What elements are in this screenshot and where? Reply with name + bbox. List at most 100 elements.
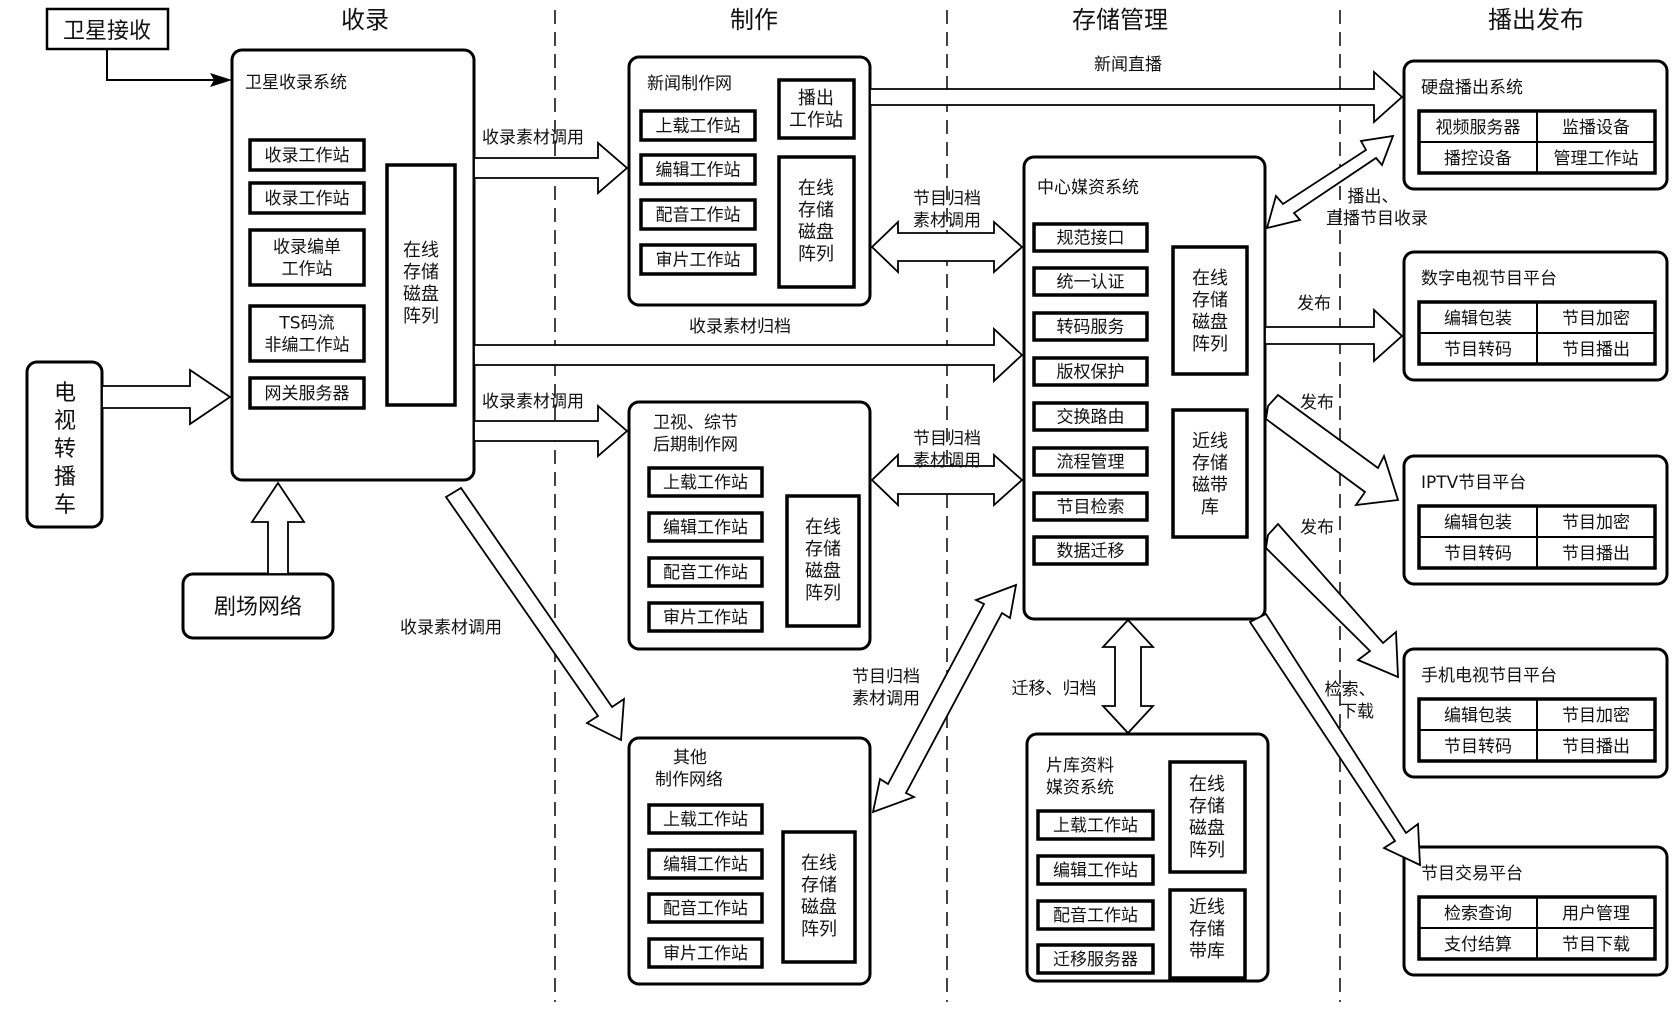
other-storage-label-line: 阵列 <box>801 919 837 940</box>
other-workstation <box>647 892 764 924</box>
ingest-storage-label-line: 存储 <box>403 262 439 283</box>
news-storage-label-line: 阵列 <box>798 244 834 265</box>
central-online-storage-label-line: 阵列 <box>1192 334 1228 355</box>
central-playout-bidirectional-arrow <box>1265 134 1395 230</box>
other-workstation-label: 配音工作站 <box>663 899 748 919</box>
archive-workstation-label: 迁移服务器 <box>1053 950 1138 970</box>
central-online-storage-label-line: 存储 <box>1192 290 1228 311</box>
central-mam-service <box>1032 222 1149 253</box>
news-playout-label-line: 播出 <box>798 88 834 109</box>
other-storage-label-line: 存储 <box>801 875 837 896</box>
flow-label-ingest-archive: 收录素材归档 <box>689 317 791 337</box>
ingest-workstation-label: 网关服务器 <box>265 384 350 404</box>
news-playout-workstation <box>777 78 856 140</box>
ingest-workstation-label: 收录工作站 <box>265 146 350 166</box>
other-online-storage <box>781 830 857 964</box>
output-platform-title: 节目交易平台 <box>1421 864 1523 884</box>
other-workstation-label: 编辑工作站 <box>663 855 748 875</box>
central-nearline-storage-label-line: 磁带 <box>1192 475 1228 496</box>
central-mam-service <box>1032 535 1149 566</box>
central-mam-service-label: 版权保护 <box>1057 363 1125 383</box>
other-workstation <box>647 848 764 880</box>
satellite-variety-workstation <box>647 601 764 633</box>
news-workstation-label: 审片工作站 <box>656 251 741 271</box>
output-platform-cell: 视频服务器 <box>1436 118 1521 138</box>
satellite-variety-online-storage <box>785 494 861 628</box>
other-workstation <box>647 803 764 835</box>
flow-label-archive-call-3-line: 素材调用 <box>852 689 920 709</box>
output-platform-cell: 节目加密 <box>1562 513 1630 533</box>
archive-online-storage <box>1168 760 1247 874</box>
output-platform-cell: 节目加密 <box>1562 706 1630 726</box>
satellite-variety-storage-label-line: 存储 <box>805 539 841 560</box>
central-mam-service-label: 数据迁移 <box>1057 542 1125 562</box>
central-mam-service <box>1032 401 1149 432</box>
news-workstation-label: 编辑工作站 <box>656 161 741 181</box>
archive-mam-title-line: 片库资料 <box>1046 756 1114 776</box>
archive-nearline-tape-library <box>1168 888 1247 980</box>
central-online-storage <box>1171 245 1249 376</box>
output-platform-cell: 用户管理 <box>1562 904 1630 924</box>
other-workstation-label: 上载工作站 <box>663 810 748 830</box>
satellite-variety-title-line: 卫视、综节 <box>653 413 738 433</box>
ob-van-to-ingest-arrow <box>101 368 232 426</box>
ingest-storage-label-line: 磁盘 <box>403 284 439 305</box>
other-workstation-label: 审片工作站 <box>663 944 748 964</box>
satellite-variety-workstation <box>647 511 764 543</box>
ingest-archive-arrow <box>473 326 1024 384</box>
central-mam-service-label: 转码服务 <box>1057 318 1125 338</box>
output-platform-cell: 节目转码 <box>1444 737 1512 757</box>
theater-to-ingest-arrow <box>250 481 306 575</box>
output-platform-cell: 编辑包装 <box>1444 309 1512 329</box>
central-mam-service-label: 节目检索 <box>1057 498 1125 518</box>
flow-label-publish-2: 发布 <box>1300 393 1334 413</box>
flow-label-archive-call-3-line: 节目归档 <box>852 667 920 687</box>
satellite-receive-box <box>45 7 170 51</box>
output-platform-cell: 编辑包装 <box>1444 513 1512 533</box>
ingest-workstation <box>248 181 366 215</box>
archive-workstation-label: 编辑工作站 <box>1053 861 1138 881</box>
archive-nearline-storage-label-line: 近线 <box>1189 897 1225 918</box>
ingest-to-satellite-variety-arrow <box>473 404 629 458</box>
ingest-workstation-label: TS码流 <box>278 314 334 334</box>
news-online-storage <box>777 155 856 289</box>
output-platform: 硬盘播出系统视频服务器监播设备播控设备管理工作站 <box>1402 59 1669 191</box>
satellite-variety-storage-label-line: 磁盘 <box>805 561 841 582</box>
archive-workstation-label: 上载工作站 <box>1053 816 1138 836</box>
output-platform-cell: 编辑包装 <box>1444 706 1512 726</box>
ingest-workstation-label: 收录工作站 <box>265 189 350 209</box>
output-platform-cell: 检索查询 <box>1444 904 1512 924</box>
flow-label-migrate-archive: 迁移、归档 <box>1012 679 1097 699</box>
other-network-title-line: 制作网络 <box>655 770 723 790</box>
news-central-bidirectional-arrow <box>870 219 1024 275</box>
central-mam-title: 中心媒资系统 <box>1037 178 1139 198</box>
output-platform-cell: 节目下载 <box>1562 935 1630 955</box>
theater-network-box <box>181 572 335 640</box>
output-platform-cell: 节目加密 <box>1562 309 1630 329</box>
central-online-storage-label-line: 磁盘 <box>1192 312 1228 333</box>
output-platform-title: 数字电视节目平台 <box>1421 269 1557 289</box>
central-mam-service-label: 统一认证 <box>1057 273 1125 293</box>
central-mam-service <box>1032 356 1149 387</box>
output-platform-cell: 管理工作站 <box>1554 149 1639 169</box>
output-platform: 节目交易平台检索查询用户管理支付结算节目下载 <box>1402 845 1669 977</box>
publish-iptv-arrow <box>1265 393 1400 507</box>
column-header-ingest: 收录 <box>341 6 389 34</box>
central-online-storage-label-line: 在线 <box>1192 268 1228 289</box>
flow-label-archive-call-2-line: 节目归档 <box>913 429 981 449</box>
ingest-workstation-label: 工作站 <box>282 260 333 280</box>
output-platform-cell: 节目播出 <box>1562 737 1630 757</box>
news-storage-label-line: 在线 <box>798 178 834 199</box>
output-platform-cell: 节目转码 <box>1444 340 1512 360</box>
other-central-bidirectional-arrow <box>871 583 1018 814</box>
other-storage-label-line: 磁盘 <box>801 897 837 918</box>
flow-label-publish-3: 发布 <box>1300 518 1334 538</box>
central-mam-service <box>1032 491 1149 522</box>
archive-online-storage-label-line: 阵列 <box>1189 840 1225 861</box>
ingest-workstation <box>248 304 366 363</box>
satellite-variety-workstation-label: 上载工作站 <box>663 473 748 493</box>
satellite-variety-central-bidirectional-arrow <box>870 452 1024 508</box>
archive-online-storage-label-line: 在线 <box>1189 774 1225 795</box>
ob-van-label-char: 电 <box>54 381 76 406</box>
